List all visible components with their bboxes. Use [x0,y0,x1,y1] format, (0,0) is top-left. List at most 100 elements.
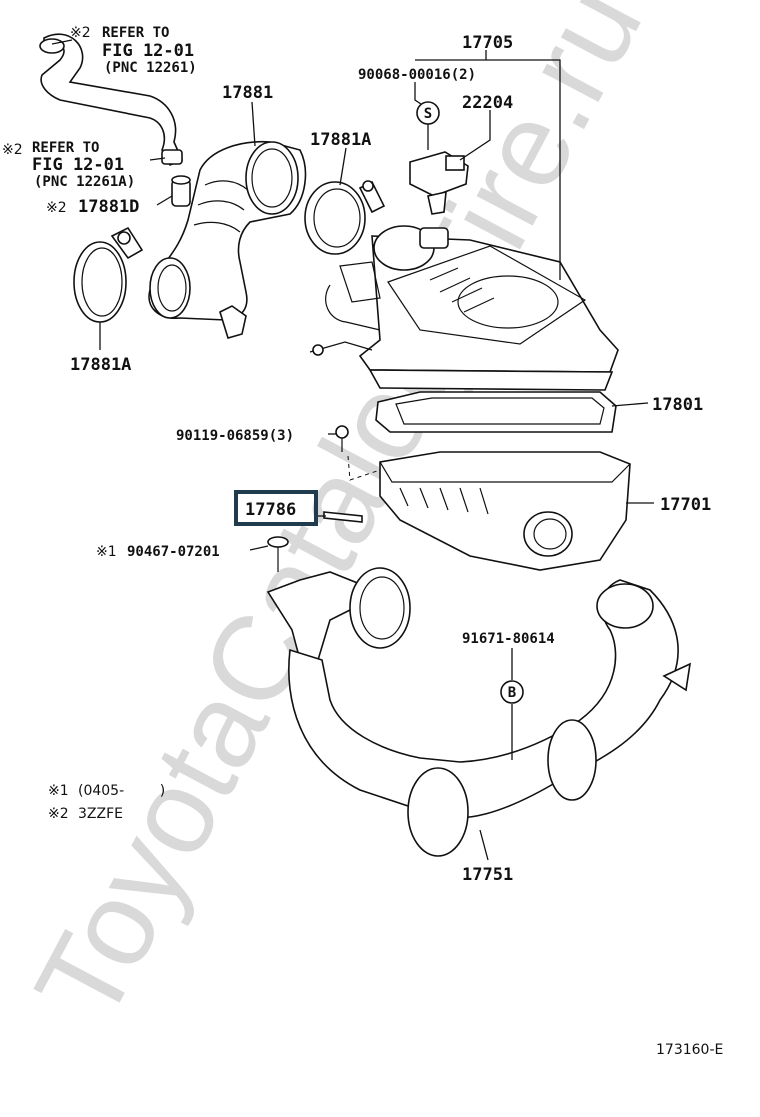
label-90119: 90119-06859(3) [176,428,294,444]
refer2-line3: (PNC 12261A) [34,174,135,190]
clamp-17881a-left [73,226,144,323]
clamp-ring-outer [304,181,366,255]
label-90467: 90467-07201 [127,544,220,560]
clamp-screw-head [362,180,374,192]
hose-bracket-flange [266,571,362,661]
outlet-hose-17751 [266,567,692,857]
label-17801: 17801 [652,395,703,415]
label-17705: 17705 [462,33,513,53]
hose-bracket-shape [219,305,247,339]
label-17881: 17881 [222,83,273,103]
airflow-sensor-22204 [409,151,469,215]
lower-case-rim [379,461,631,483]
fitting-17881d [161,149,191,207]
upper-case-17705 [309,225,619,391]
leader-ref2 [149,157,166,161]
callout-b-text: B [508,685,516,701]
hose-inlet-inner [359,576,405,640]
refer1-line1: REFER TO [102,25,169,41]
filter-frame-shape [375,391,617,433]
label-22204: 22204 [462,93,513,113]
hose-outlet-ring [245,141,299,215]
hose-rib-2 [547,719,597,801]
clamp-screw-head [117,231,131,245]
hose-inlet-ring [349,567,411,649]
hose-outlet-inner [251,148,293,208]
leader-17801 [611,402,649,407]
callout-b: B [500,680,524,704]
callout-s-circle [416,101,440,125]
lower-case-outlet-inner [533,518,567,550]
callout-s-text: S [424,106,432,122]
case-harness-shape [325,261,381,331]
note-2-text: 3ZZFE [78,806,123,822]
sensor-probe-shape [427,190,447,215]
label-17881a-left: 17881A [70,355,131,375]
label-17751: 17751 [462,865,513,885]
ref-mark-1: ※2 [70,25,91,41]
leader-90467 [249,545,269,551]
callout-b-circle [500,680,524,704]
label-17881a-top: 17881A [310,130,371,150]
refer2-line1: REFER TO [32,140,99,156]
clamp-ring-inner [81,247,123,317]
lower-case-body [379,451,631,571]
ref-mark-4: ※1 [96,544,117,560]
fitting-top-shape [171,175,191,185]
label-91671: 91671-80614 [462,631,555,647]
hose-ribs [193,180,249,233]
screw-head-shape [267,536,289,548]
label-90068: 90068-00016(2) [358,67,476,83]
lower-case-fins [399,487,489,515]
leader-17881 [251,101,256,147]
case-wire-end [312,344,324,356]
bolt-90119 [335,425,349,439]
fitting-clip-shape [161,149,183,165]
hose-inlet-ring [149,257,191,319]
refer-block-1: REFER TO FIG 12-01 (PNC 12261) [102,25,197,76]
refer2-line2: FIG 12-01 [32,155,124,175]
case-sensor-port [419,227,449,249]
case-ribs [429,267,495,313]
leader-17705 [415,59,561,280]
hose-end-shape [39,38,65,54]
filter-element-17801 [375,391,617,433]
leader-lines [51,39,654,861]
clamp-ring-inner [313,188,361,248]
ref-mark-3: ※2 [46,200,67,216]
hose-body-shape [40,33,184,167]
leader-17751 [479,829,489,861]
leader-17881a-top [339,147,347,186]
label-17701: 17701 [660,495,711,515]
note-2-mark: ※2 [48,806,69,822]
refer-block-2: REFER TO FIG 12-01 (PNC 12261A) [32,140,135,190]
note-1-mark: ※1 [48,783,69,799]
callout-s: S [416,101,440,125]
screw-90467 [267,536,289,572]
figure-code: 173160-E [656,1042,723,1058]
clamp-17881a-top [304,180,386,255]
dash-bolt-path [347,455,381,481]
note-1-text: (0405- ) [78,783,165,799]
sensor-connector-shape [445,155,465,171]
label-17786: 17786 [245,500,296,520]
refer1-line3: (PNC 12261) [104,60,197,76]
footnotes: ※1 (0405- ) ※2 3ZZFE [48,783,165,822]
refer1-line2: FIG 12-01 [102,41,194,61]
intake-hose-17881 [148,140,307,339]
case-body-shape [358,235,619,373]
hose-end-ring [596,583,654,629]
highlight-box [234,490,318,526]
leader-22204 [459,110,491,161]
case-rim-shape [368,369,614,391]
leader-17881d [156,195,173,206]
case-top-panel [387,245,587,345]
case-dome-shape [457,275,559,329]
leader-ref1 [51,39,73,45]
hose-rib-1 [407,767,469,857]
ref-mark-2: ※2 [2,142,23,158]
label-17881d: 17881D [78,197,139,217]
hose-tab-shape [662,662,692,692]
